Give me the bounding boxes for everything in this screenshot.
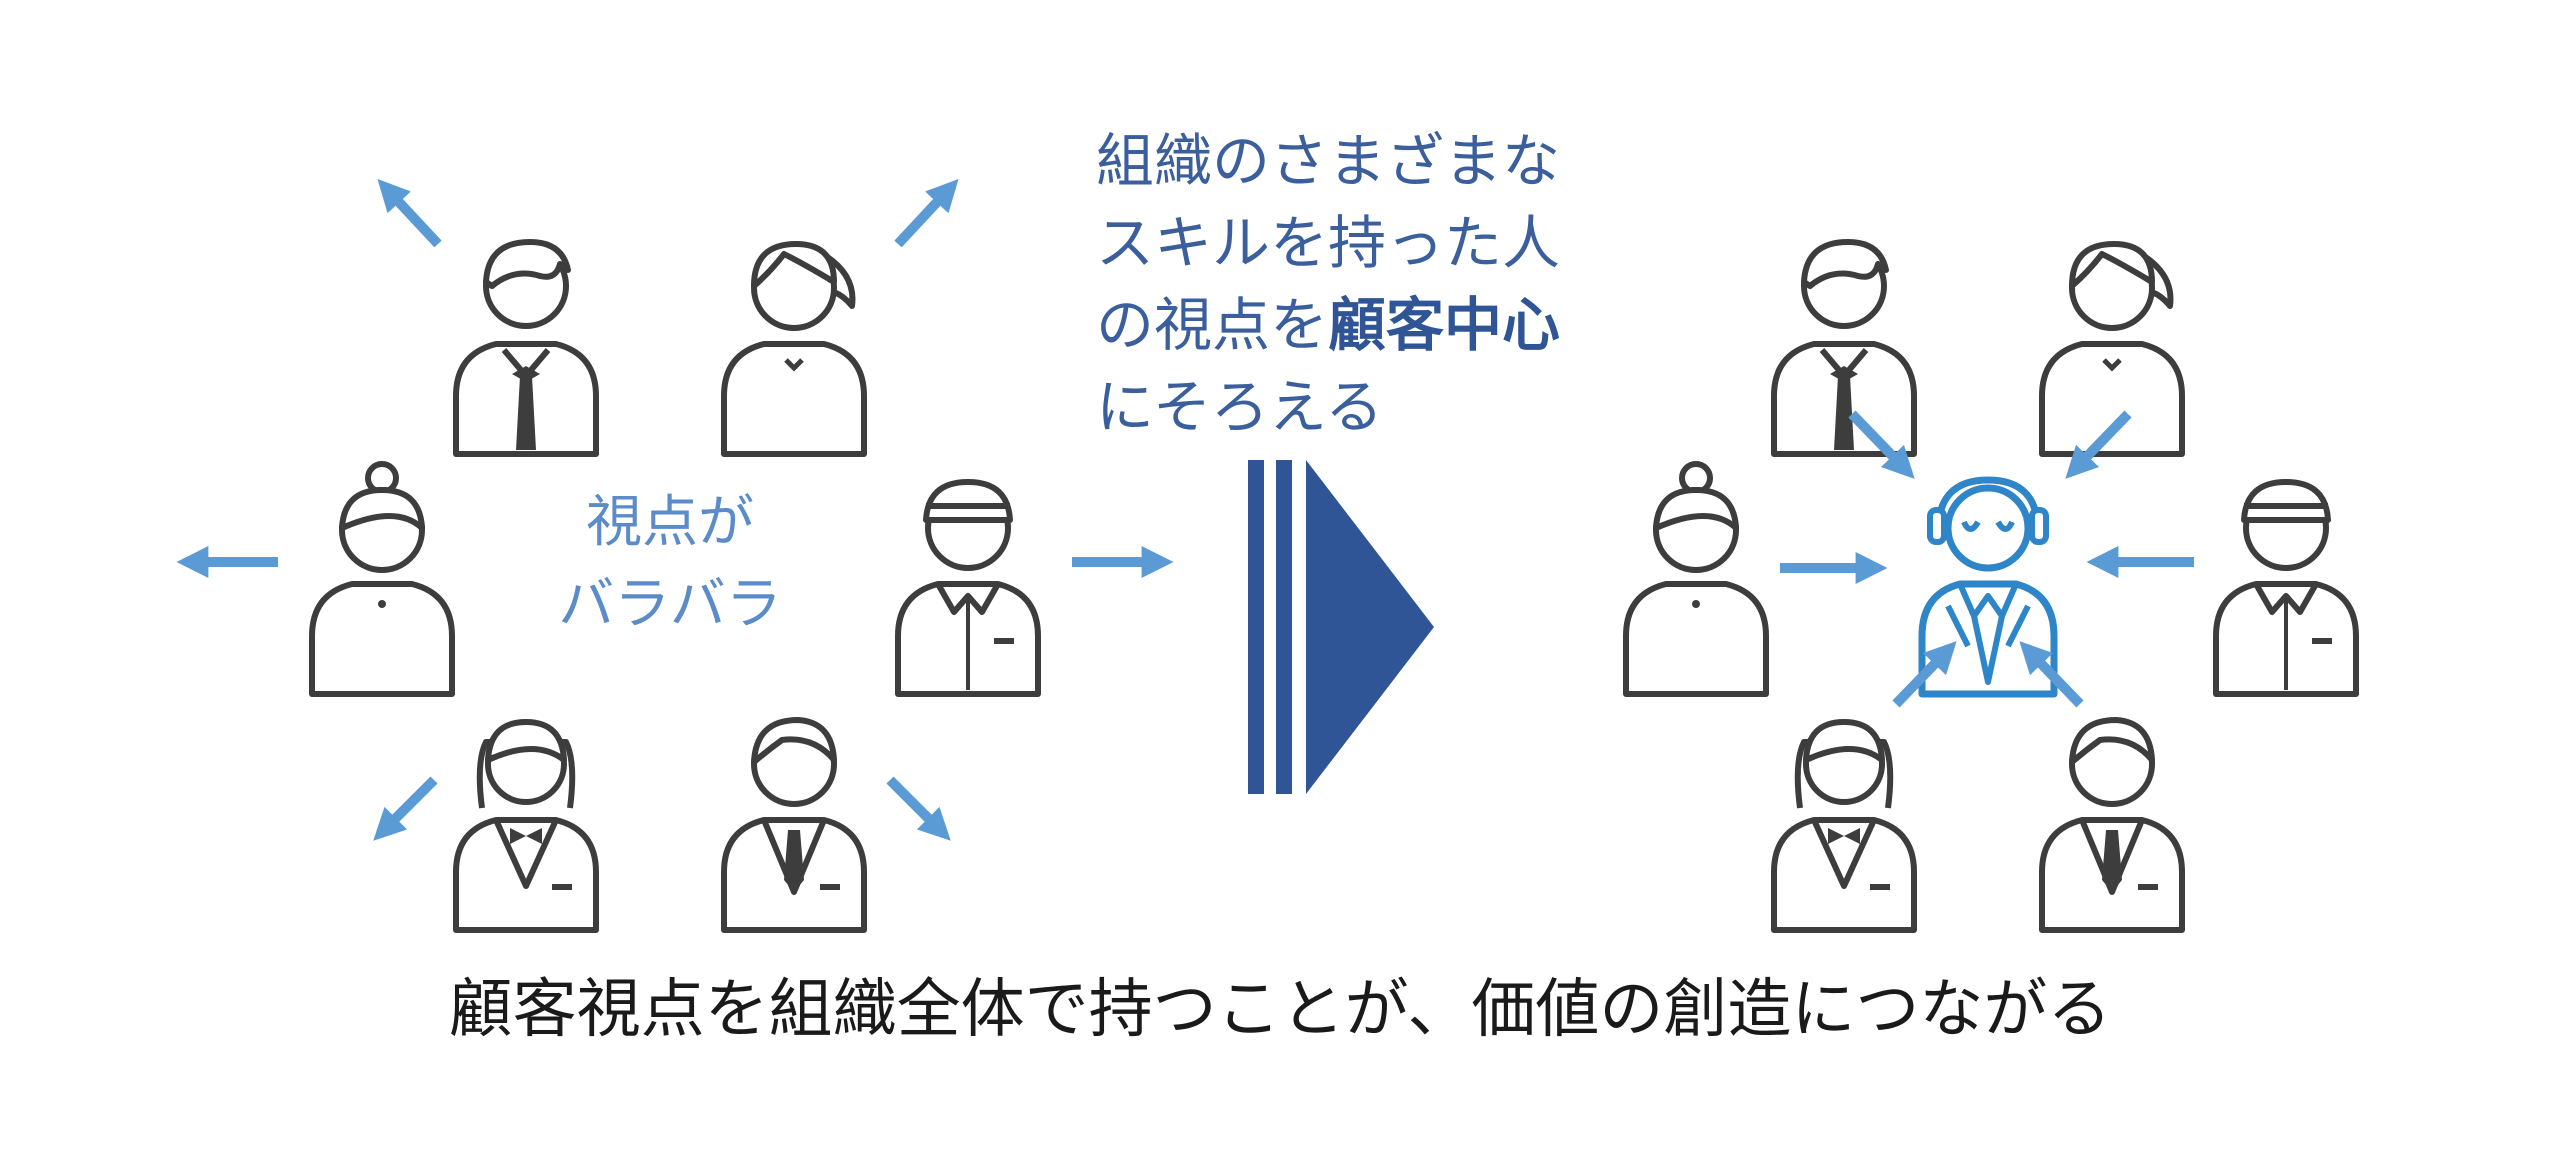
inward-arrow (1892, 641, 1957, 708)
outward-arrow (894, 178, 959, 248)
person-icon-man-cap (2216, 482, 2356, 694)
inward-arrow (2019, 641, 2084, 708)
person-icon-man-cap (898, 482, 1038, 694)
person-icon-man-tie (456, 242, 596, 454)
chevron-arrow-icon (1248, 460, 1434, 794)
caption-line: の視点を顧客中心 (1096, 284, 1560, 366)
left-group (176, 178, 1174, 930)
person-icon-woman-suit (1774, 722, 1914, 930)
inward-arrow (1848, 410, 1915, 479)
outward-arrow (886, 776, 951, 841)
outward-arrow (373, 776, 438, 841)
label-line: バラバラ (558, 572, 782, 637)
person-icon-woman-ponytail (724, 244, 864, 454)
person-icon-man-tie (1774, 242, 1914, 454)
person-icon-woman-bun (1626, 464, 1766, 694)
summary-caption: 顧客視点を組織全体で持つことが、価値の創造につながる (448, 973, 2112, 1047)
caption-line: 組織のさまざまな (1096, 127, 1561, 195)
alignment-caption: 組織のさまざまな スキルを持った人 の視点を顧客中心 にそろえる (1096, 120, 1560, 448)
outward-arrow (377, 178, 442, 248)
inward-arrow (2065, 410, 2132, 479)
scattered-viewpoint-label: 視点が バラバラ (550, 482, 790, 646)
caption-line: にそろえる (1096, 373, 1384, 441)
person-icon-woman-bun (312, 464, 452, 694)
caption-line: スキルを持った人 (1096, 209, 1561, 277)
person-icon-woman-ponytail (2042, 244, 2182, 454)
caption-text: の視点を (1096, 291, 1329, 359)
right-group (1626, 242, 2356, 930)
person-icon-man-suit (724, 720, 864, 930)
caption-emphasis: 顧客中心 (1328, 291, 1561, 359)
person-icon-woman-suit (456, 722, 596, 930)
label-line: 視点が (586, 490, 754, 555)
person-icon-man-suit (2042, 720, 2182, 930)
